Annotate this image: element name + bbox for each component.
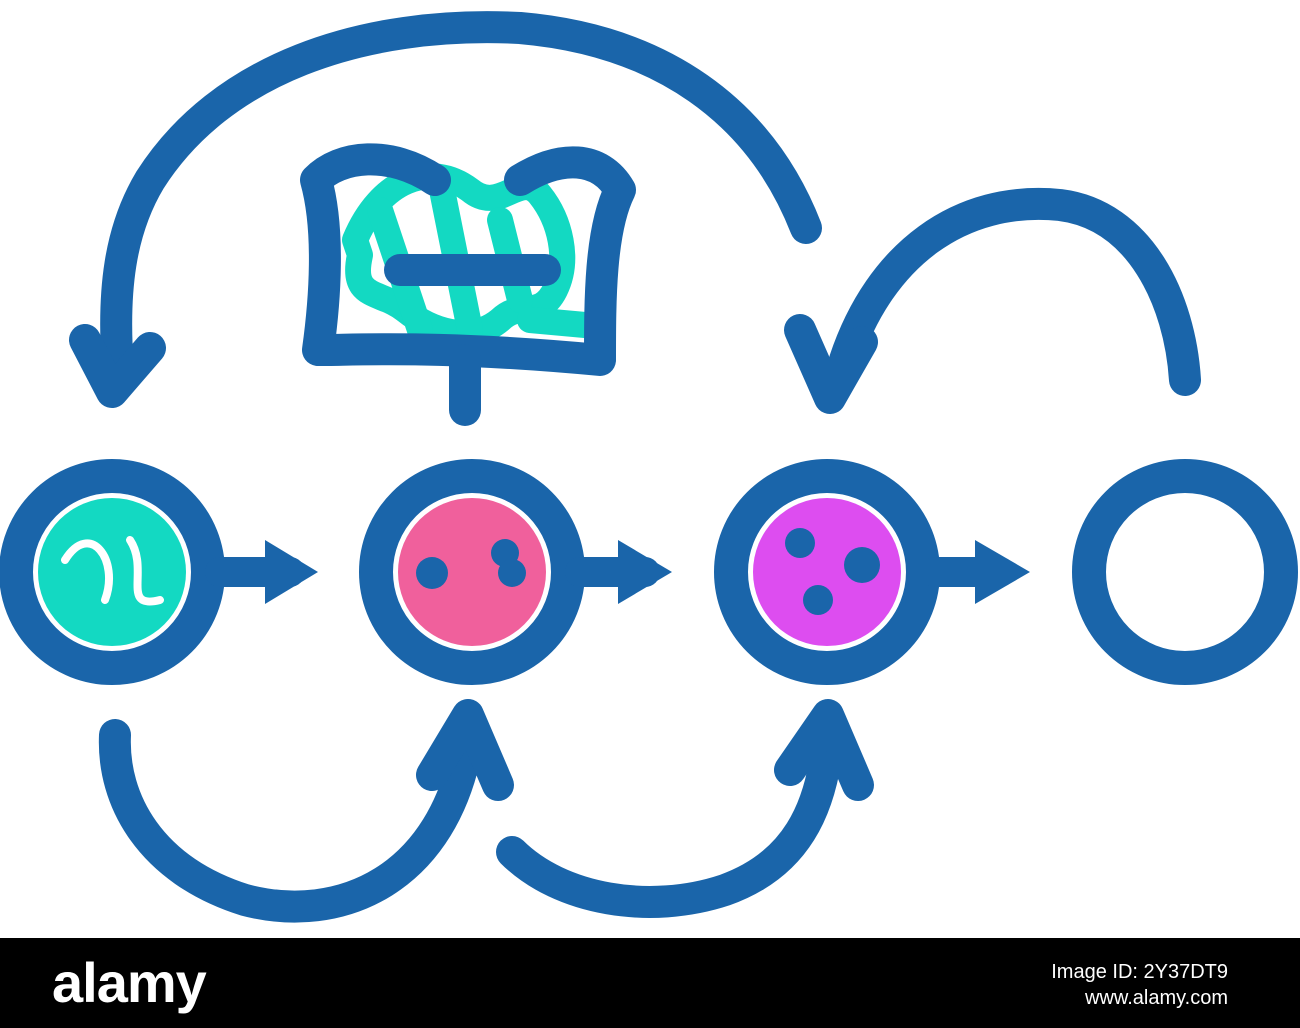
cell-stage-1-icon — [0, 459, 318, 685]
cell-stage-2-icon — [359, 459, 672, 685]
bottom-arrow-1 — [98, 699, 514, 923]
site-url: www.alamy.com — [1085, 987, 1228, 1009]
watermark-footer: alamy Image ID: 2Y37DT9 www.alamy.com — [0, 938, 1300, 1028]
book-icon — [300, 143, 636, 426]
top-large-arrow — [69, 11, 822, 408]
image-id-block: Image ID: 2Y37DT9 www.alamy.com — [1051, 960, 1228, 1010]
alamy-logo: alamy — [52, 951, 207, 1014]
top-small-arrow — [784, 187, 1201, 414]
cell-lifecycle-illustration — [0, 11, 1298, 923]
bottom-arrow-2 — [496, 699, 874, 918]
cell-stage-3-icon — [714, 459, 1030, 685]
cell-stage-4-icon — [1072, 459, 1298, 685]
image-id-label: Image ID: 2Y37DT9 — [1051, 961, 1228, 983]
